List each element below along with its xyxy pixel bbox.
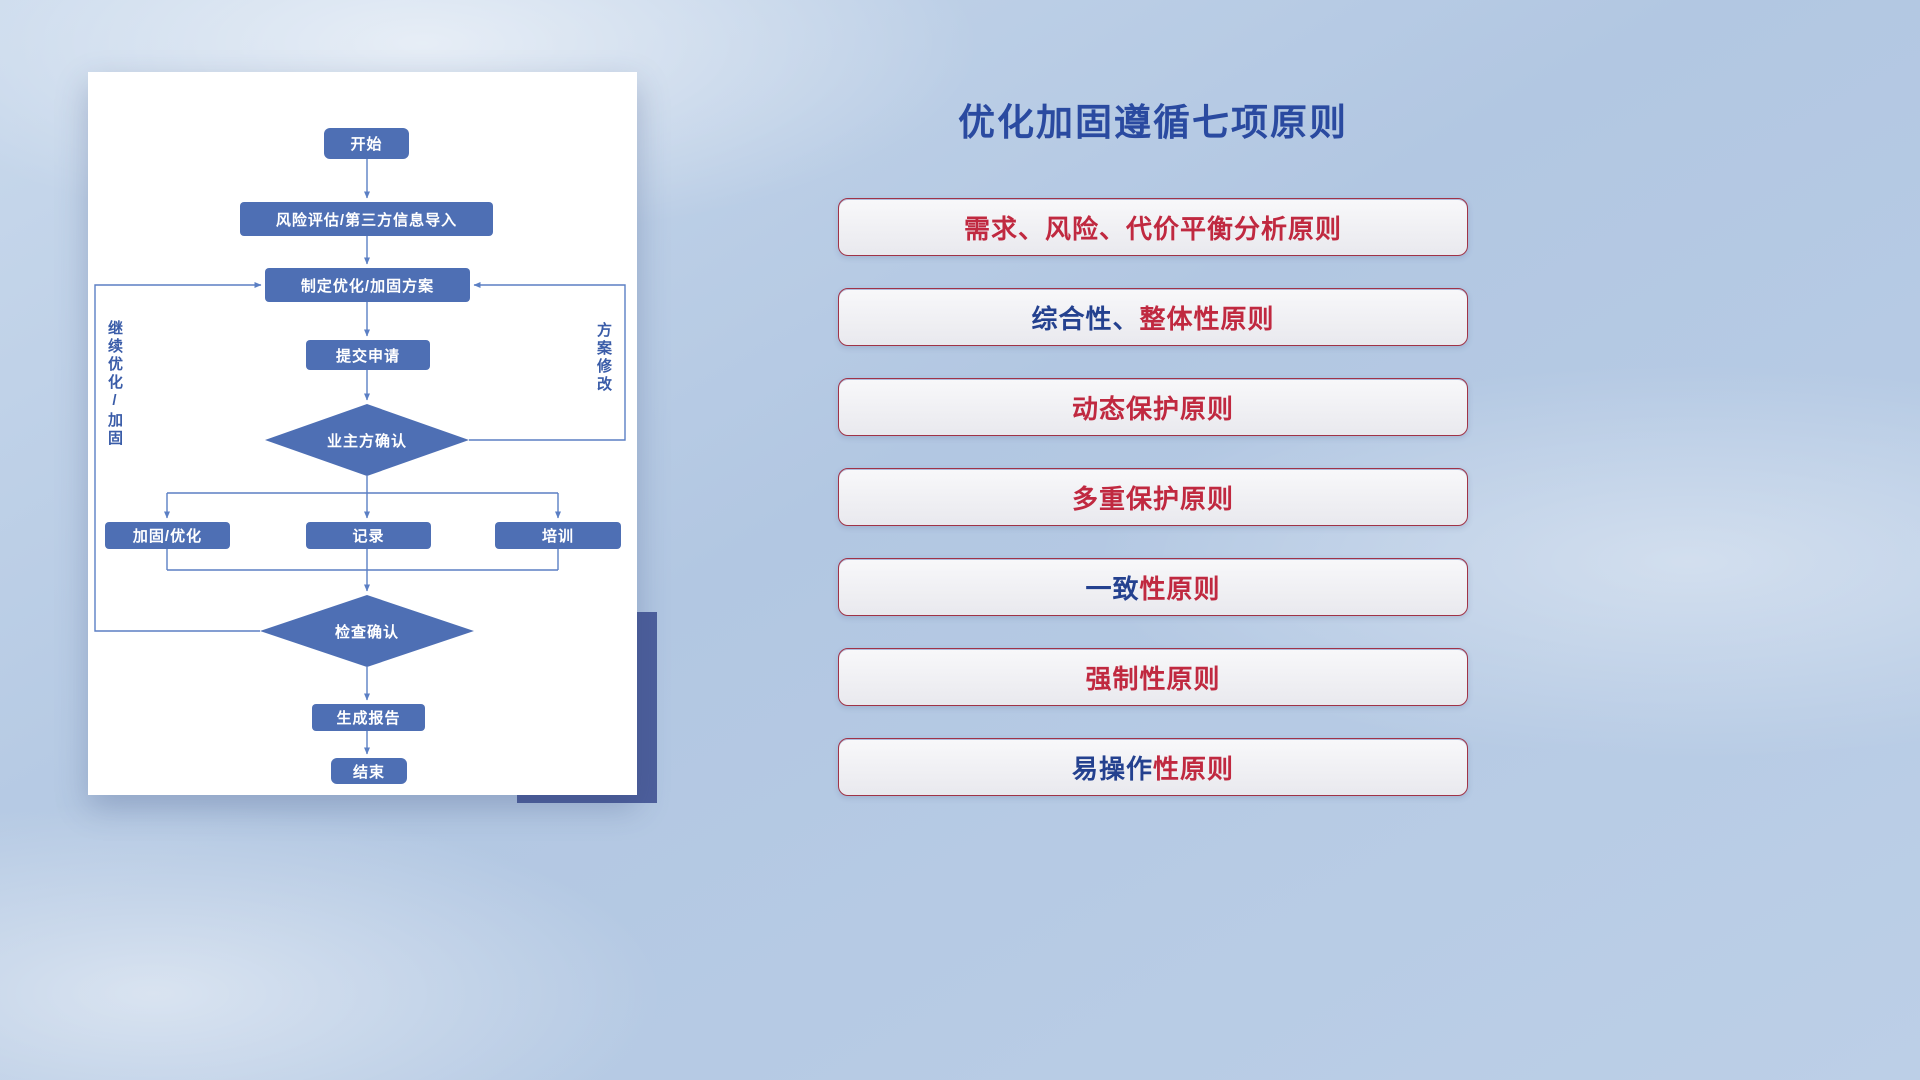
flow-node-end: 结束 (331, 758, 407, 784)
page-title: 优化加固遵循七项原则 (958, 102, 1348, 143)
principle-item: 综合性、整体性原则 (838, 288, 1468, 346)
flow-node-owner-confirm: 业主方确认 (326, 432, 407, 450)
principle-text-segment: 多重保护原则 (1071, 483, 1234, 514)
loop-label-continue-optimize: 继续优化/加固 (106, 320, 123, 448)
flow-node-report: 生成报告 (312, 704, 425, 731)
decision-diamond-check (260, 595, 474, 667)
principle-text-segment: 综合性、 (1031, 303, 1140, 334)
flow-node-start: 开始 (324, 128, 409, 159)
principle-text-segment: 一致 (1085, 573, 1140, 604)
flow-node-risk-import: 风险评估/第三方信息导入 (240, 202, 493, 236)
principle-text-segment: 整体性原则 (1139, 303, 1275, 334)
principles-list: 需求、风险、代价平衡分析原则综合性、整体性原则动态保护原则多重保护原则一致性原则… (838, 198, 1468, 796)
principle-text-segment: 需求、风险、代价平衡分析原则 (963, 213, 1342, 244)
principle-item: 一致性原则 (838, 558, 1468, 616)
loop-label-plan-modify: 方案修改 (595, 322, 612, 394)
principle-item: 易操作性原则 (838, 738, 1468, 796)
flow-node-make-plan: 制定优化/加固方案 (265, 268, 470, 302)
principle-item: 需求、风险、代价平衡分析原则 (838, 198, 1468, 256)
flow-node-record: 记录 (306, 522, 431, 549)
flowchart-card: 开始 风险评估/第三方信息导入 制定优化/加固方案 提交申请 业主方确认 加固/… (88, 72, 637, 795)
flow-node-check-confirm: 检查确认 (334, 623, 399, 641)
principle-text-segment: 性原则 (1153, 753, 1235, 784)
principle-item: 强制性原则 (838, 648, 1468, 706)
decision-diamond-owner (265, 404, 469, 476)
flow-node-reinforce: 加固/优化 (105, 522, 230, 549)
principle-text-segment: 易操作 (1071, 753, 1153, 784)
flow-node-submit: 提交申请 (306, 340, 430, 370)
flowchart-connectors (94, 159, 626, 755)
principle-item: 多重保护原则 (838, 468, 1468, 526)
flow-node-training: 培训 (495, 522, 621, 549)
principle-item: 动态保护原则 (838, 378, 1468, 436)
principle-text-segment: 性原则 (1139, 573, 1221, 604)
principle-text-segment: 强制性原则 (1085, 663, 1221, 694)
principle-text-segment: 动态保护原则 (1071, 393, 1234, 424)
